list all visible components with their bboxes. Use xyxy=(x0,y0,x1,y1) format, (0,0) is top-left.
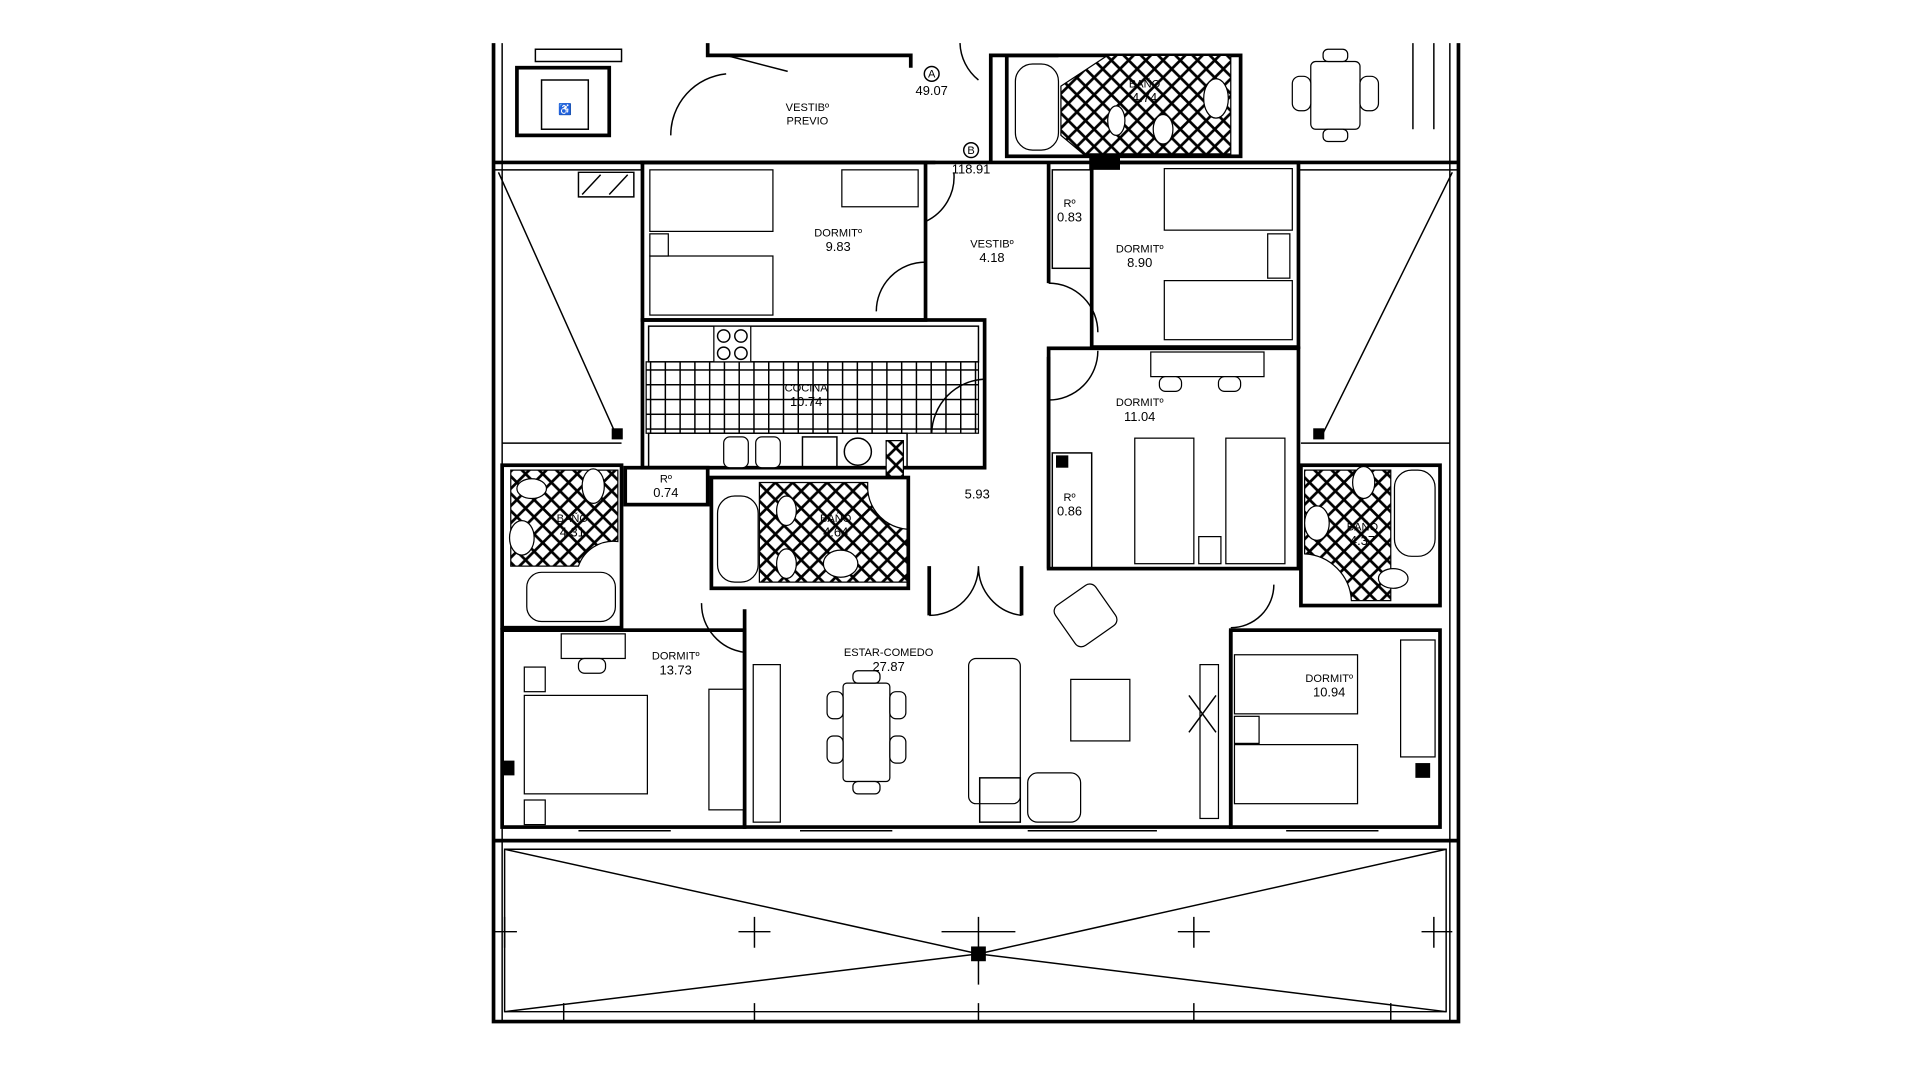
room-area: 13.73 xyxy=(660,662,692,677)
bathroom-464 xyxy=(709,475,911,591)
light-well-right xyxy=(1300,171,1453,444)
living-dining xyxy=(700,566,1275,829)
room-name: BAÑO xyxy=(557,512,589,525)
room-name: BAÑO xyxy=(1347,520,1379,533)
room-area: 5.93 xyxy=(965,486,990,501)
room-area: 4.74 xyxy=(1132,90,1157,105)
closet-074 xyxy=(623,465,710,507)
room-name: ESTAR-COMEDO xyxy=(844,647,934,659)
terrace-table xyxy=(1291,43,1435,143)
bedroom-890 xyxy=(1089,160,1301,349)
room-labels: A 49.07 B 118.91 VESTIBº PREVIO DORMITº … xyxy=(557,69,1379,700)
room-area: 11.04 xyxy=(1124,409,1155,424)
room-name: DORMITº xyxy=(1305,673,1353,685)
room-name: Rº xyxy=(1064,198,1076,210)
room-name: COCINA xyxy=(785,382,829,394)
bathroom-431 xyxy=(500,463,624,630)
marker-b-value: 118.91 xyxy=(952,162,991,177)
marker-a: A xyxy=(928,69,936,81)
room-area: 0.83 xyxy=(1057,210,1082,225)
room-name: VESTIBº xyxy=(786,102,829,114)
marker-b: B xyxy=(967,145,974,157)
marker-a-value: 49.07 xyxy=(916,83,948,98)
room-area: 4.18 xyxy=(979,250,1004,265)
room-area: 4.37 xyxy=(1350,533,1375,548)
room-name: DORMITº xyxy=(652,651,700,663)
room-name: DORMITº xyxy=(814,227,862,239)
kitchen xyxy=(640,318,987,479)
room-area: 4.64 xyxy=(823,525,848,540)
wheelchair-icon: ♿ xyxy=(558,102,572,116)
entrance-hall xyxy=(640,43,1059,165)
bathroom-437 xyxy=(1299,463,1442,608)
bedroom-1104 xyxy=(1046,346,1301,571)
bedroom-1094 xyxy=(1228,628,1442,829)
bedroom-1373 xyxy=(500,628,747,829)
room-area: 9.83 xyxy=(826,239,851,254)
room-area: 4.31 xyxy=(560,525,585,540)
room-area: 8.90 xyxy=(1127,255,1152,270)
terrace xyxy=(492,838,1459,1022)
room-name: Rº xyxy=(660,473,672,485)
bathroom-474 xyxy=(1004,53,1243,170)
room-name: DORMITº xyxy=(1116,243,1164,255)
light-well-left xyxy=(497,172,623,444)
room-area: 27.87 xyxy=(872,659,904,674)
room-name: VESTIBº xyxy=(970,238,1013,250)
room-name: PREVIO xyxy=(786,115,828,127)
room-name: BAÑO xyxy=(1129,77,1161,90)
room-name: Rº xyxy=(1064,492,1076,504)
room-area: 0.86 xyxy=(1057,504,1082,519)
room-name: BAÑO xyxy=(820,512,852,525)
room-area: 0.74 xyxy=(653,485,678,500)
room-name: DORMITº xyxy=(1116,397,1164,409)
room-area: 10.74 xyxy=(790,394,822,409)
bedroom-983 xyxy=(640,160,955,322)
elevator: ♿ xyxy=(515,48,635,198)
room-area: 10.94 xyxy=(1313,685,1345,700)
